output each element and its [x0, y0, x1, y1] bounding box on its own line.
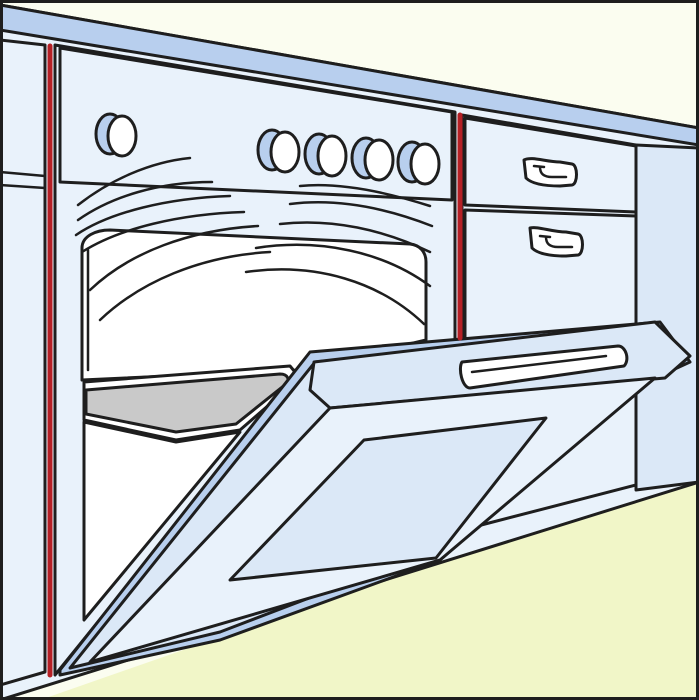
heat-wave-icon	[74, 156, 434, 326]
right-side-panel	[634, 143, 699, 492]
oven-door-handle[interactable]	[458, 344, 629, 390]
oven-knob-icon[interactable]	[256, 128, 301, 174]
oven-knob-icon[interactable]	[350, 136, 395, 182]
drawer-handle-icon[interactable]	[528, 226, 584, 258]
drawer-handle-icon[interactable]	[522, 157, 578, 188]
left-cabinet-drawer-line	[0, 170, 47, 178]
oven-knob-icon[interactable]	[396, 140, 441, 186]
left-cabinet-drawer-line-2	[0, 183, 47, 190]
oven-knob-icon[interactable]	[303, 132, 348, 178]
baking-tray-icon	[82, 364, 302, 442]
left-cabinet-panel	[0, 38, 47, 687]
oven-knob-icon[interactable]	[94, 112, 138, 158]
lower-cavity	[82, 420, 242, 622]
oven-door-window	[228, 416, 548, 582]
countertop-edge	[0, 3, 699, 147]
